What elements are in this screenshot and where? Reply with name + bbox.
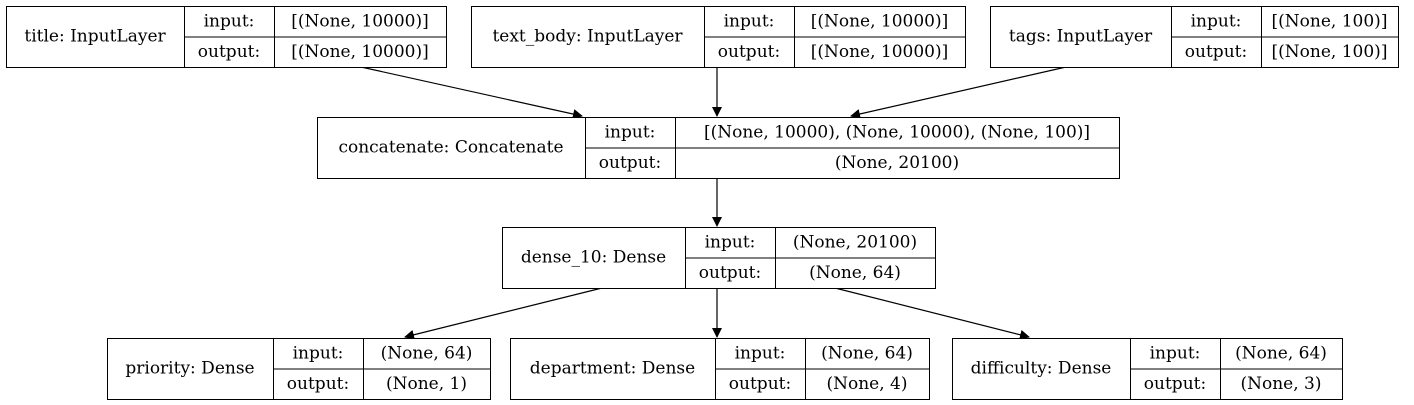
output-label: output:	[198, 42, 260, 62]
edge-tags-to-concatenate	[850, 66, 1067, 119]
output-label: output:	[287, 374, 349, 394]
output-shape: [(None, 10000)]	[811, 42, 949, 62]
edge-title-to-concatenate	[360, 66, 583, 119]
node-dense_10: dense_10: Dense input: output: (None, 20100…	[502, 227, 936, 289]
output-shape: [(None, 100)]	[1272, 42, 1388, 62]
node-difficulty: difficulty: Dense input: output: (None, 64)…	[952, 338, 1343, 400]
output-shape: (None, 3)	[1240, 374, 1321, 394]
input-label: input:	[724, 11, 775, 31]
input-label: input:	[705, 232, 756, 252]
output-shape: (None, 64)	[809, 263, 901, 283]
output-shape: (None, 20100)	[835, 153, 959, 173]
output-label: output:	[729, 374, 791, 394]
node-tags: tags: InputLayer input: output: [(None, 100…	[990, 6, 1399, 68]
edge-dense_10-to-difficulty	[834, 287, 1030, 340]
input-label: input:	[1191, 11, 1242, 31]
input-shape: [(None, 10000)]	[811, 11, 949, 31]
layer-label: department: Dense	[530, 359, 695, 379]
node-priority: priority: Dense input: output: (None, 64) (N…	[107, 338, 491, 400]
input-shape: (None, 20100)	[793, 232, 917, 252]
output-label: output:	[599, 153, 661, 173]
input-shape: [(None, 10000)]	[291, 11, 429, 31]
input-label: input:	[605, 122, 656, 142]
output-shape: [(None, 10000)]	[291, 42, 429, 62]
nodes-layer: title: InputLayer input: output: [(None, 10…	[6, 6, 1399, 400]
input-shape: [(None, 10000), (None, 10000), (None, 10…	[704, 122, 1090, 142]
output-label: output:	[718, 42, 780, 62]
layer-label: tags: InputLayer	[1009, 27, 1153, 47]
layer-label: priority: Dense	[125, 359, 254, 379]
output-label: output:	[699, 263, 761, 283]
output-label: output:	[1185, 42, 1247, 62]
edge-dense_10-to-priority	[404, 287, 603, 340]
layer-label: concatenate: Concatenate	[338, 138, 563, 158]
output-label: output:	[1144, 374, 1206, 394]
input-shape: [(None, 100)]	[1272, 11, 1388, 31]
input-label: input:	[293, 343, 344, 363]
input-label: input:	[204, 11, 255, 31]
input-label: input:	[735, 343, 786, 363]
input-shape: (None, 64)	[1235, 343, 1327, 363]
layer-label: text_body: InputLayer	[492, 27, 683, 47]
input-shape: (None, 64)	[821, 343, 913, 363]
node-title: title: InputLayer input: output: [(None, 10…	[6, 6, 447, 68]
node-department: department: Dense input: output: (None, 64)…	[510, 338, 930, 400]
edges-layer	[360, 66, 1067, 340]
input-shape: (None, 64)	[381, 343, 473, 363]
layer-label: dense_10: Dense	[521, 248, 666, 268]
layer-label: title: InputLayer	[24, 27, 166, 47]
layer-label: difficulty: Dense	[971, 359, 1112, 379]
node-text_body: text_body: InputLayer input: output: [(None…	[471, 6, 966, 68]
output-shape: (None, 1)	[386, 374, 467, 394]
node-concatenate: concatenate: Concatenate input: output: [(N…	[317, 117, 1120, 179]
input-label: input:	[1150, 343, 1201, 363]
output-shape: (None, 4)	[826, 374, 907, 394]
